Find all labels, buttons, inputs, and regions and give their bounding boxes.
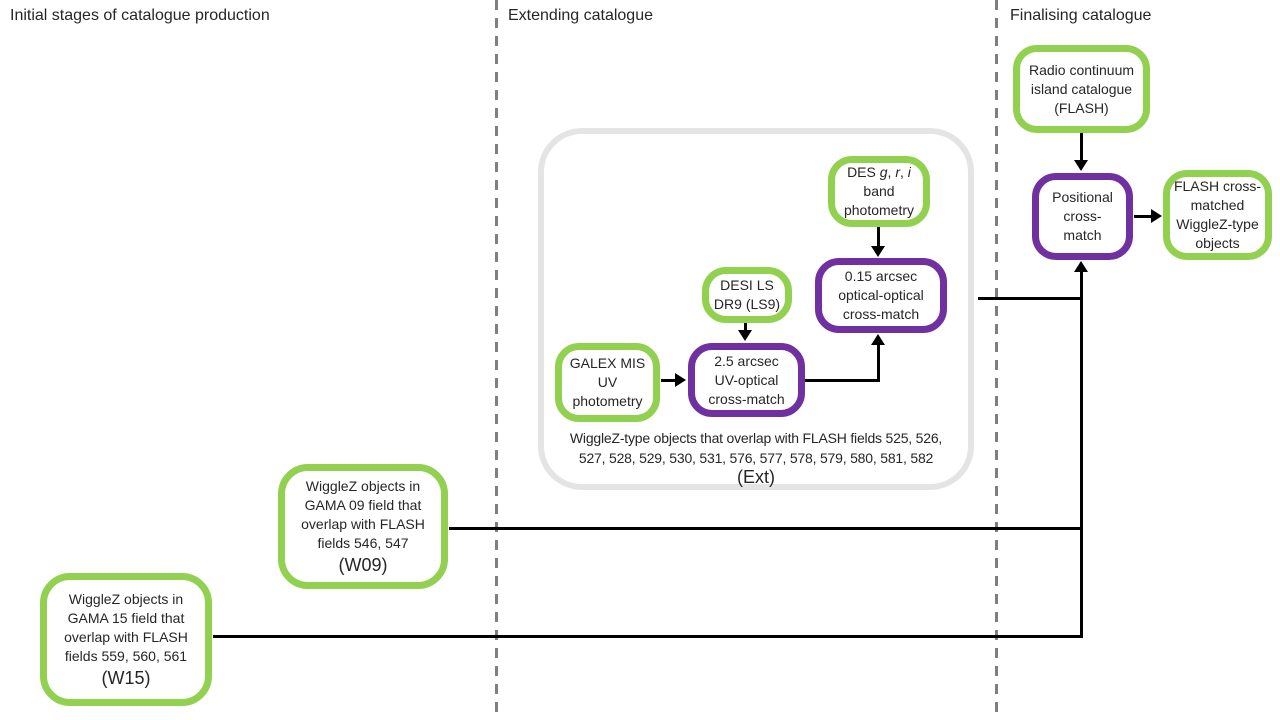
divider-initial-extending [495, 0, 498, 720]
node-flash-crossmatched-output: FLASH cross- matched WiggleZ-type object… [1163, 170, 1272, 260]
section-title-extending: Extending catalogue [508, 7, 653, 24]
connector-ext-to-merge [978, 297, 1083, 300]
node-label: GALEX MIS UV photometry [569, 355, 646, 409]
arrowhead-radio-to-positional [1074, 160, 1088, 171]
node-label: FLASH cross- matched WiggleZ-type object… [1173, 178, 1262, 251]
node-label: WiggleZ objects in GAMA 09 field that ov… [301, 477, 425, 551]
ext-group-tag: (Ext) [737, 467, 775, 487]
arrowhead-uvmatch-to-optmatch [871, 334, 885, 345]
connector-desi-to-uvmatch [744, 323, 747, 331]
connector-galex-to-uvmatch [661, 379, 676, 382]
connector-w15-to-merge [213, 635, 1083, 638]
node-uv-optical-crossmatch: 2.5 arcsec UV-optical cross-match [688, 343, 805, 417]
node-label: 0.15 arcsec optical-optical cross-match [838, 268, 924, 322]
arrowhead-galex-to-uvmatch [675, 373, 686, 387]
node-wigglez-gama09: WiggleZ objects in GAMA 09 field that ov… [278, 464, 448, 589]
connector-uvmatch-elbow-horizontal [805, 379, 880, 382]
node-label: Positional cross- match [1052, 189, 1113, 243]
node-label: WiggleZ objects in GAMA 15 field that ov… [64, 590, 188, 664]
node-galex-uv-photometry: GALEX MIS UV photometry [555, 343, 660, 422]
connector-des-to-optmatch [877, 227, 880, 248]
ext-group-caption: WiggleZ-type objects that overlap with F… [569, 430, 943, 466]
node-wigglez-gama15: WiggleZ objects in GAMA 15 field that ov… [40, 573, 212, 706]
section-title-initial: Initial stages of catalogue production [10, 7, 270, 24]
arrowhead-des-to-optmatch [871, 246, 885, 257]
node-label: 2.5 arcsec UV-optical cross-match [708, 352, 785, 407]
connector-merge-vertical [1080, 272, 1083, 638]
connector-w09-to-merge [449, 527, 1083, 530]
node-radio-island-catalogue: Radio continuum island catalogue (FLASH) [1013, 45, 1150, 133]
arrowhead-desi-to-uvmatch [738, 330, 752, 341]
node-optical-optical-crossmatch: 0.15 arcsec optical-optical cross-match [815, 258, 947, 333]
connector-radio-to-positional [1080, 133, 1083, 161]
node-positional-crossmatch: Positional cross- match [1032, 173, 1133, 260]
connector-uvmatch-elbow-vertical [877, 344, 880, 382]
node-tag-w09: (W09) [338, 554, 388, 575]
arrowhead-positional-to-output [1151, 209, 1162, 223]
node-desi-ls-dr9: DESI LS DR9 (LS9) [702, 267, 792, 323]
arrowhead-merge-to-positional [1074, 261, 1088, 272]
divider-extending-finalising [995, 0, 998, 720]
node-label: Radio continuum island catalogue (FLASH) [1028, 61, 1135, 116]
node-label: DESI LS DR9 (LS9) [713, 277, 781, 312]
section-title-finalising: Finalising catalogue [1010, 7, 1152, 24]
node-tag-w15: (W15) [101, 667, 151, 688]
connector-positional-to-output [1134, 215, 1152, 218]
